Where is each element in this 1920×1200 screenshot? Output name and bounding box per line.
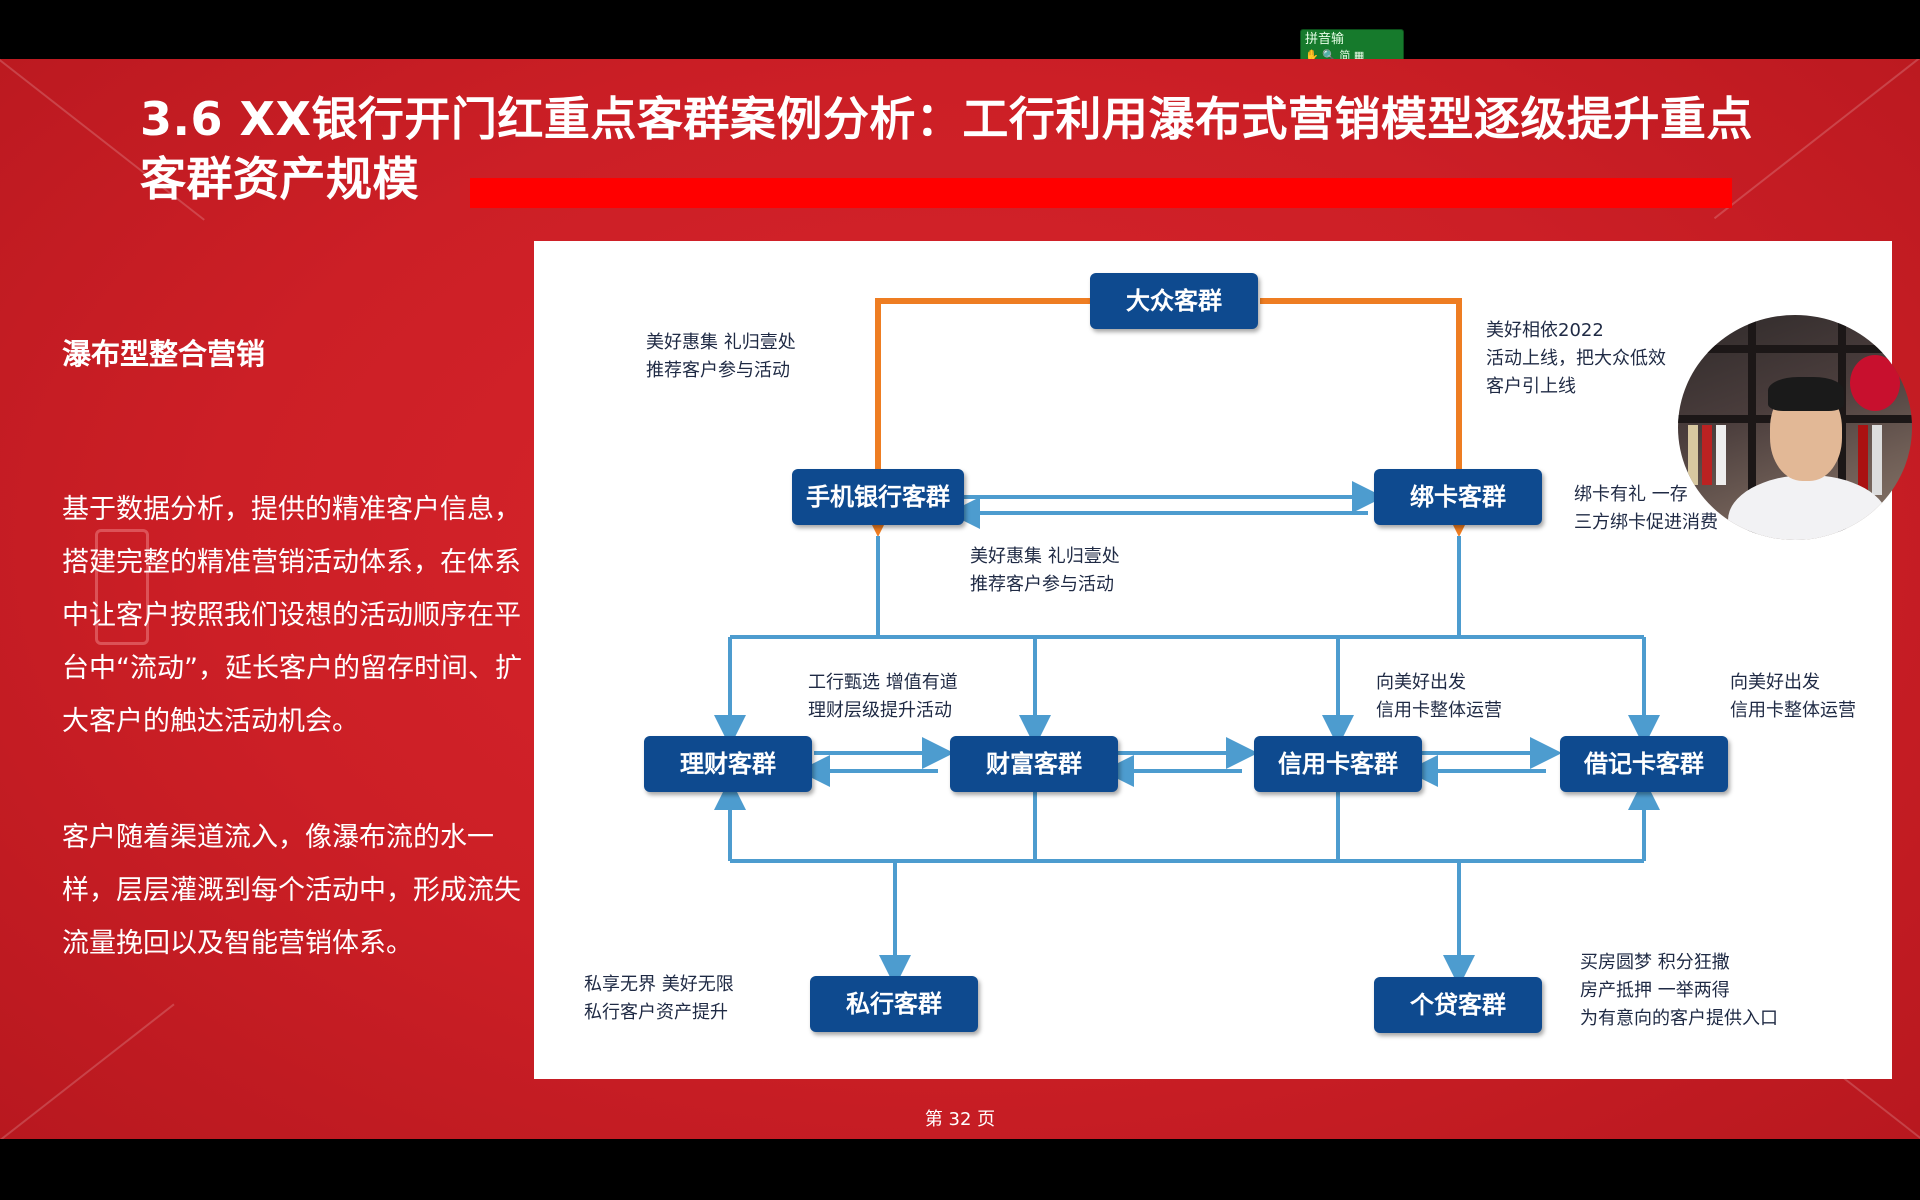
watermark-logo	[95, 529, 149, 645]
ime-label: 拼音输	[1305, 32, 1345, 47]
bookshelf	[1838, 315, 1846, 540]
annotation: 买房圆梦 积分狂撒 房产抵押 一举两得 为有意向的客户提供入口	[1580, 952, 1778, 1029]
body-paragraph-1: 基于数据分析，提供的精准客户信息，搭建完整的精准营销活动体系，在体系中让客户按照…	[62, 494, 522, 737]
bookshelf	[1748, 315, 1756, 540]
decor-plate	[1850, 355, 1900, 411]
ime-tools: ✋ 🔍 简 ▦	[1305, 49, 1365, 62]
presenter-body	[1728, 475, 1888, 540]
node-personal-loan-customers: 个贷客群	[1374, 977, 1542, 1033]
book	[1688, 425, 1698, 485]
annotation: 绑卡有礼 一存 三方绑卡促进消费	[1574, 484, 1718, 533]
arrow-mass-to-mobile	[848, 298, 1090, 537]
annotation: 向美好出发 信用卡整体运营	[1730, 672, 1856, 721]
page-number: 第 32 页	[924, 1109, 996, 1130]
section-heading: 瀑布型整合营销	[62, 337, 266, 371]
arrow-mass-to-bindcard	[1260, 298, 1489, 537]
node-mass-customers: 大众客群	[1090, 273, 1258, 329]
node-credit-card-customers: 信用卡客群	[1254, 736, 1422, 792]
node-wealth-management-customers: 理财客群	[644, 736, 812, 792]
presenter-hair	[1768, 377, 1844, 411]
presenter-webcam[interactable]	[1678, 315, 1912, 540]
book	[1702, 425, 1712, 485]
title-underline-bar	[470, 178, 1732, 208]
annotation: 私享无界 美好无限 私行客户资产提升	[584, 974, 734, 1023]
annotation: 美好惠集 礼归壹处 推荐客户参与活动	[646, 332, 796, 381]
book	[1858, 425, 1868, 495]
body-paragraph-2: 客户随着渠道流入，像瀑布流的水一样，层层灌溉到每个活动中，形成流失流量挽回以及智…	[62, 822, 521, 959]
flow-diagram: 大众客群 手机银行客群 绑卡客群 理财客群 财富客群 信用卡客群 借记卡客群 私…	[534, 241, 1892, 1079]
annotation: 美好惠集 礼归壹处 推荐客户参与活动	[970, 546, 1120, 595]
annotation: 工行甄选 增值有道 理财层级提升活动	[808, 672, 958, 721]
presentation-slide: 3.6 XX银行开门红重点客群案例分析：工行利用瀑布式营销模型逐级提升重点客群资…	[0, 59, 1920, 1139]
book	[1716, 425, 1726, 485]
node-debit-card-customers: 借记卡客群	[1560, 736, 1728, 792]
node-mobile-banking-customers: 手机银行客群	[792, 469, 964, 525]
diagram-arrows	[714, 298, 1660, 987]
book	[1872, 425, 1882, 495]
bookshelf	[1678, 345, 1912, 353]
slide-title: 3.6 XX银行开门红重点客群案例分析：工行利用瀑布式营销模型逐级提升重点客群资…	[140, 92, 1753, 206]
annotation: 向美好出发 信用卡整体运营	[1376, 672, 1502, 721]
node-card-binding-customers: 绑卡客群	[1374, 469, 1542, 525]
node-wealth-customers: 财富客群	[950, 736, 1118, 792]
annotation: 美好相依2022 活动上线，把大众低效 客户引上线	[1486, 320, 1666, 397]
node-private-banking-customers: 私行客群	[810, 976, 978, 1032]
